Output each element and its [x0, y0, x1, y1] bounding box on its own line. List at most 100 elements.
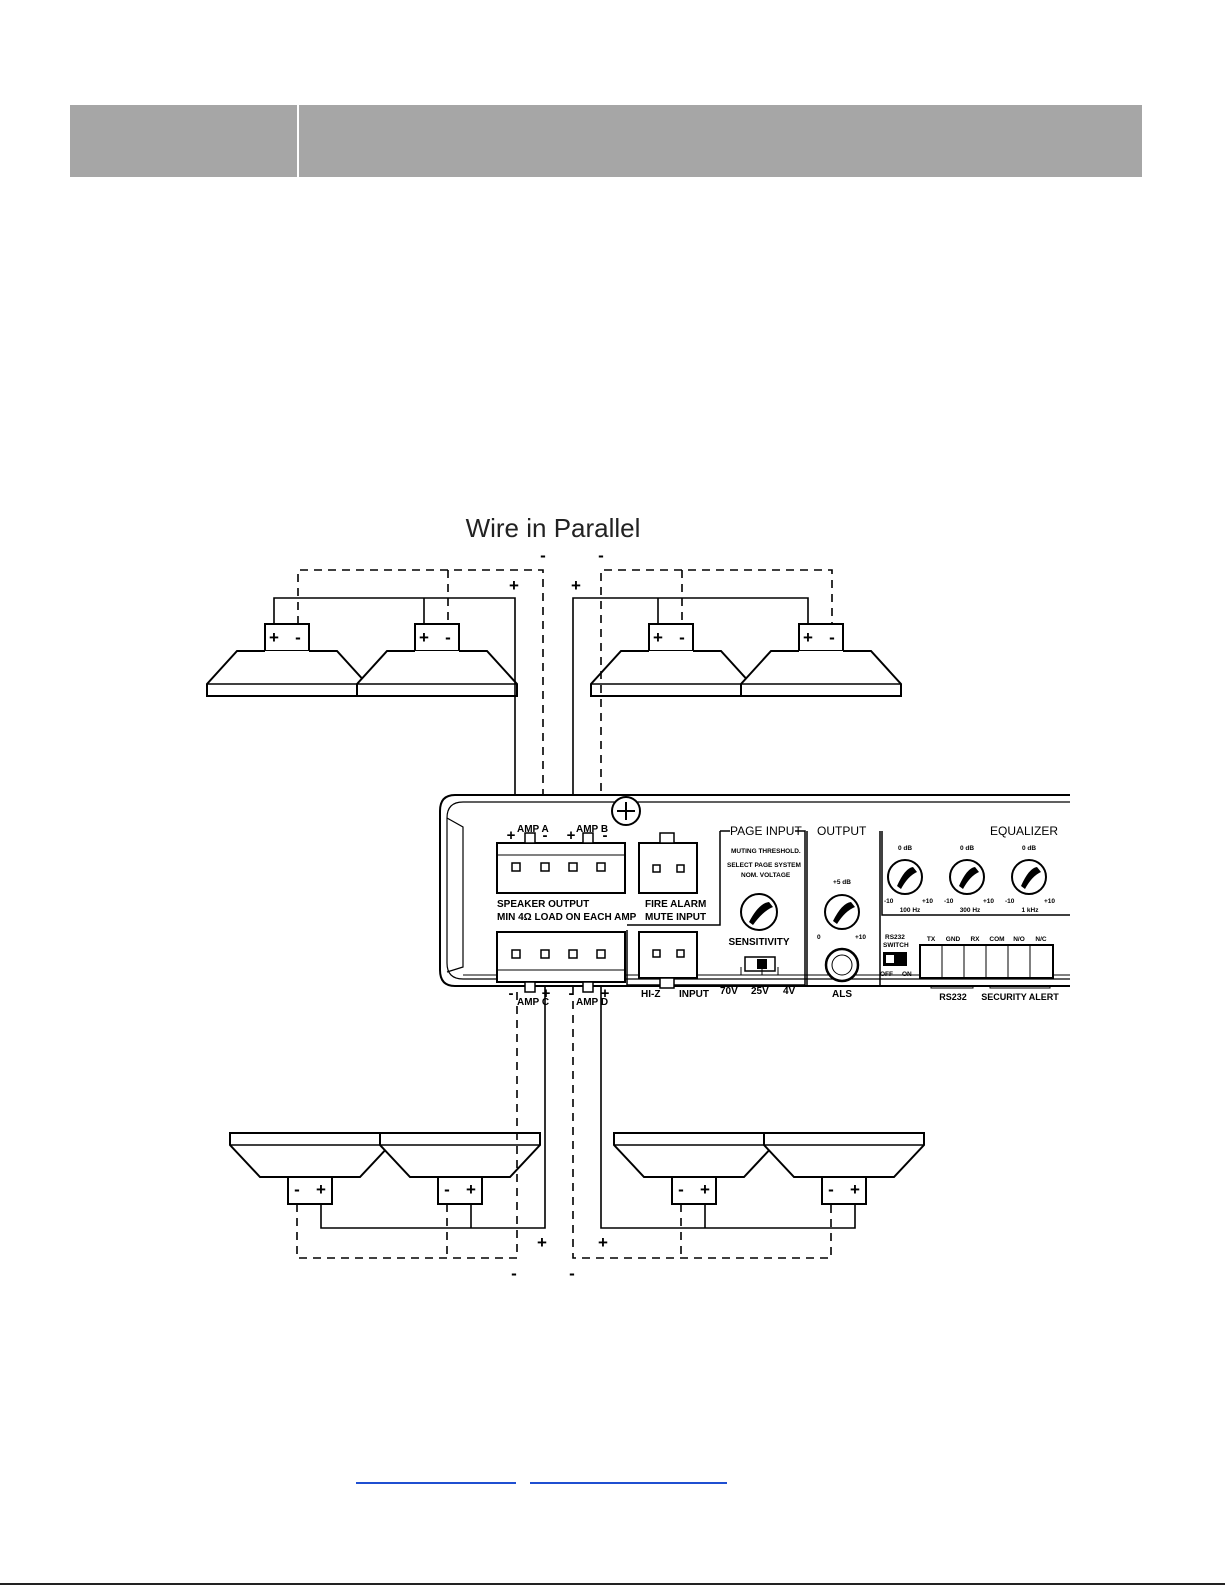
wire-a-minus: - — [540, 546, 546, 565]
wire-d-minus: - — [569, 1264, 575, 1283]
label-als: ALS — [832, 989, 852, 1000]
label-speaker-output: SPEAKER OUTPUT — [497, 899, 589, 910]
label-output: OUTPUT — [817, 824, 867, 838]
wire-a-plus: + — [509, 576, 519, 595]
label-no: N/O — [1013, 936, 1025, 943]
label-gnd: GND — [946, 936, 961, 943]
label-rs232: RS232 — [939, 992, 967, 1002]
label-hi-z: HI-Z — [641, 989, 660, 1000]
positive-wires — [273, 597, 856, 1229]
spk-br1-minus: - — [678, 1180, 684, 1199]
label-eq1-p10: +10 — [922, 898, 933, 905]
speaker-bottom-left-1 — [229, 1132, 391, 1205]
wire-c-minus: - — [511, 1264, 517, 1283]
speaker-output-connector-cd — [496, 931, 626, 993]
speaker-bottom-right-2 — [763, 1132, 925, 1205]
spk-tl2-plus: + — [419, 628, 429, 647]
label-eq1-m10: -10 — [884, 898, 894, 905]
label-min-load: MIN 4Ω LOAD ON EACH AMP — [497, 912, 637, 923]
label-300hz: 300 Hz — [960, 907, 981, 914]
diagram-title: Wire in Parallel — [466, 513, 641, 543]
speaker-top-right-2 — [740, 623, 902, 697]
spk-br2-minus: - — [828, 1180, 834, 1199]
label-25v: 25V — [751, 986, 769, 997]
footer-link-2[interactable] — [530, 1468, 727, 1484]
label-100hz: 100 Hz — [900, 907, 921, 914]
label-nom-voltage: NOM. VOLTAGE — [741, 872, 791, 879]
spk-tr2-plus: + — [803, 628, 813, 647]
label-rx: RX — [970, 936, 980, 943]
spk-bl1-minus: - — [294, 1180, 300, 1199]
header-right-cell — [299, 105, 1142, 177]
conn-c-minus: - — [509, 985, 514, 1002]
spk-br1-plus: + — [700, 1180, 710, 1199]
negative-wires — [296, 569, 833, 1259]
wire-c-plus: + — [537, 1233, 547, 1252]
label-out-zero: 0 — [817, 934, 821, 941]
spk-tl1-plus: + — [269, 628, 279, 647]
label-eq2-p10: +10 — [983, 898, 994, 905]
rs232-security-connector — [883, 944, 1054, 989]
wire-b-plus: + — [571, 576, 581, 595]
label-mute-input: MUTE INPUT — [645, 912, 706, 923]
label-equalizer: EQUALIZER — [990, 824, 1058, 838]
label-off: OFF — [880, 971, 893, 978]
footer-link-1[interactable] — [356, 1468, 516, 1484]
wire-b-minus: - — [598, 546, 604, 565]
label-amp-d: AMP D — [576, 997, 608, 1008]
spk-tl2-minus: - — [445, 628, 451, 647]
output-section — [806, 831, 881, 986]
fire-alarm-connector — [638, 832, 698, 894]
wire-d-plus: + — [598, 1233, 608, 1252]
spk-tr1-plus: + — [653, 628, 663, 647]
label-eq3-m10: -10 — [1005, 898, 1015, 905]
label-rs232-switch-2: SWITCH — [883, 942, 909, 949]
label-select-page-system: SELECT PAGE SYSTEM — [727, 862, 801, 869]
label-input: INPUT — [679, 989, 709, 1000]
conn-b-plus: + — [567, 827, 576, 844]
page-input-section — [626, 830, 806, 989]
label-com: COM — [989, 936, 1004, 943]
label-eq2-0db: 0 dB — [960, 845, 974, 852]
label-muting-threshold: MUTING THRESHOLD. — [731, 848, 801, 855]
footer-rule — [0, 1583, 1225, 1585]
spk-tr1-minus: - — [679, 628, 685, 647]
spk-bl2-plus: + — [466, 1180, 476, 1199]
label-on: ON — [902, 971, 912, 978]
speaker-top-left-2 — [356, 623, 518, 697]
spk-bl2-minus: - — [444, 1180, 450, 1199]
header-left-cell — [70, 105, 297, 177]
conn-c-plus: + — [542, 985, 551, 1002]
spk-tl1-minus: - — [295, 628, 301, 647]
conn-d-minus: - — [569, 985, 574, 1002]
label-amp-b: AMP B — [576, 824, 608, 835]
speaker-bottom-left-2 — [379, 1132, 541, 1205]
label-tx: TX — [927, 936, 936, 943]
label-security-alert: SECURITY ALERT — [981, 992, 1059, 1002]
speaker-bottom-right-1 — [613, 1132, 775, 1205]
equalizer-section — [881, 831, 1070, 916]
label-rs232-switch-1: RS232 — [885, 934, 905, 941]
label-eq2-m10: -10 — [944, 898, 954, 905]
label-sensitivity: SENSITIVITY — [728, 937, 789, 948]
spk-tr2-minus: - — [829, 628, 835, 647]
label-1khz: 1 kHz — [1022, 907, 1040, 914]
label-amp-c: AMP C — [517, 997, 549, 1008]
speaker-top-right-1 — [590, 623, 752, 697]
speaker-output-connector-ab — [496, 832, 626, 894]
label-eq3-0db: 0 dB — [1022, 845, 1036, 852]
label-plus5db: +5 dB — [833, 879, 851, 886]
label-eq3-p10: +10 — [1044, 898, 1055, 905]
label-fire-alarm: FIRE ALARM — [645, 899, 706, 910]
conn-b-minus: - — [603, 827, 608, 844]
conn-a-minus: - — [543, 827, 548, 844]
label-out-plus10: +10 — [855, 934, 866, 941]
label-4v: 4V — [783, 986, 796, 997]
speaker-top-left-1 — [206, 623, 368, 697]
conn-a-plus: + — [507, 827, 516, 844]
spk-bl1-plus: + — [316, 1180, 326, 1199]
label-nc: N/C — [1035, 936, 1047, 943]
spk-br2-plus: + — [850, 1180, 860, 1199]
label-eq1-0db: 0 dB — [898, 845, 912, 852]
label-amp-a: AMP A — [517, 824, 549, 835]
